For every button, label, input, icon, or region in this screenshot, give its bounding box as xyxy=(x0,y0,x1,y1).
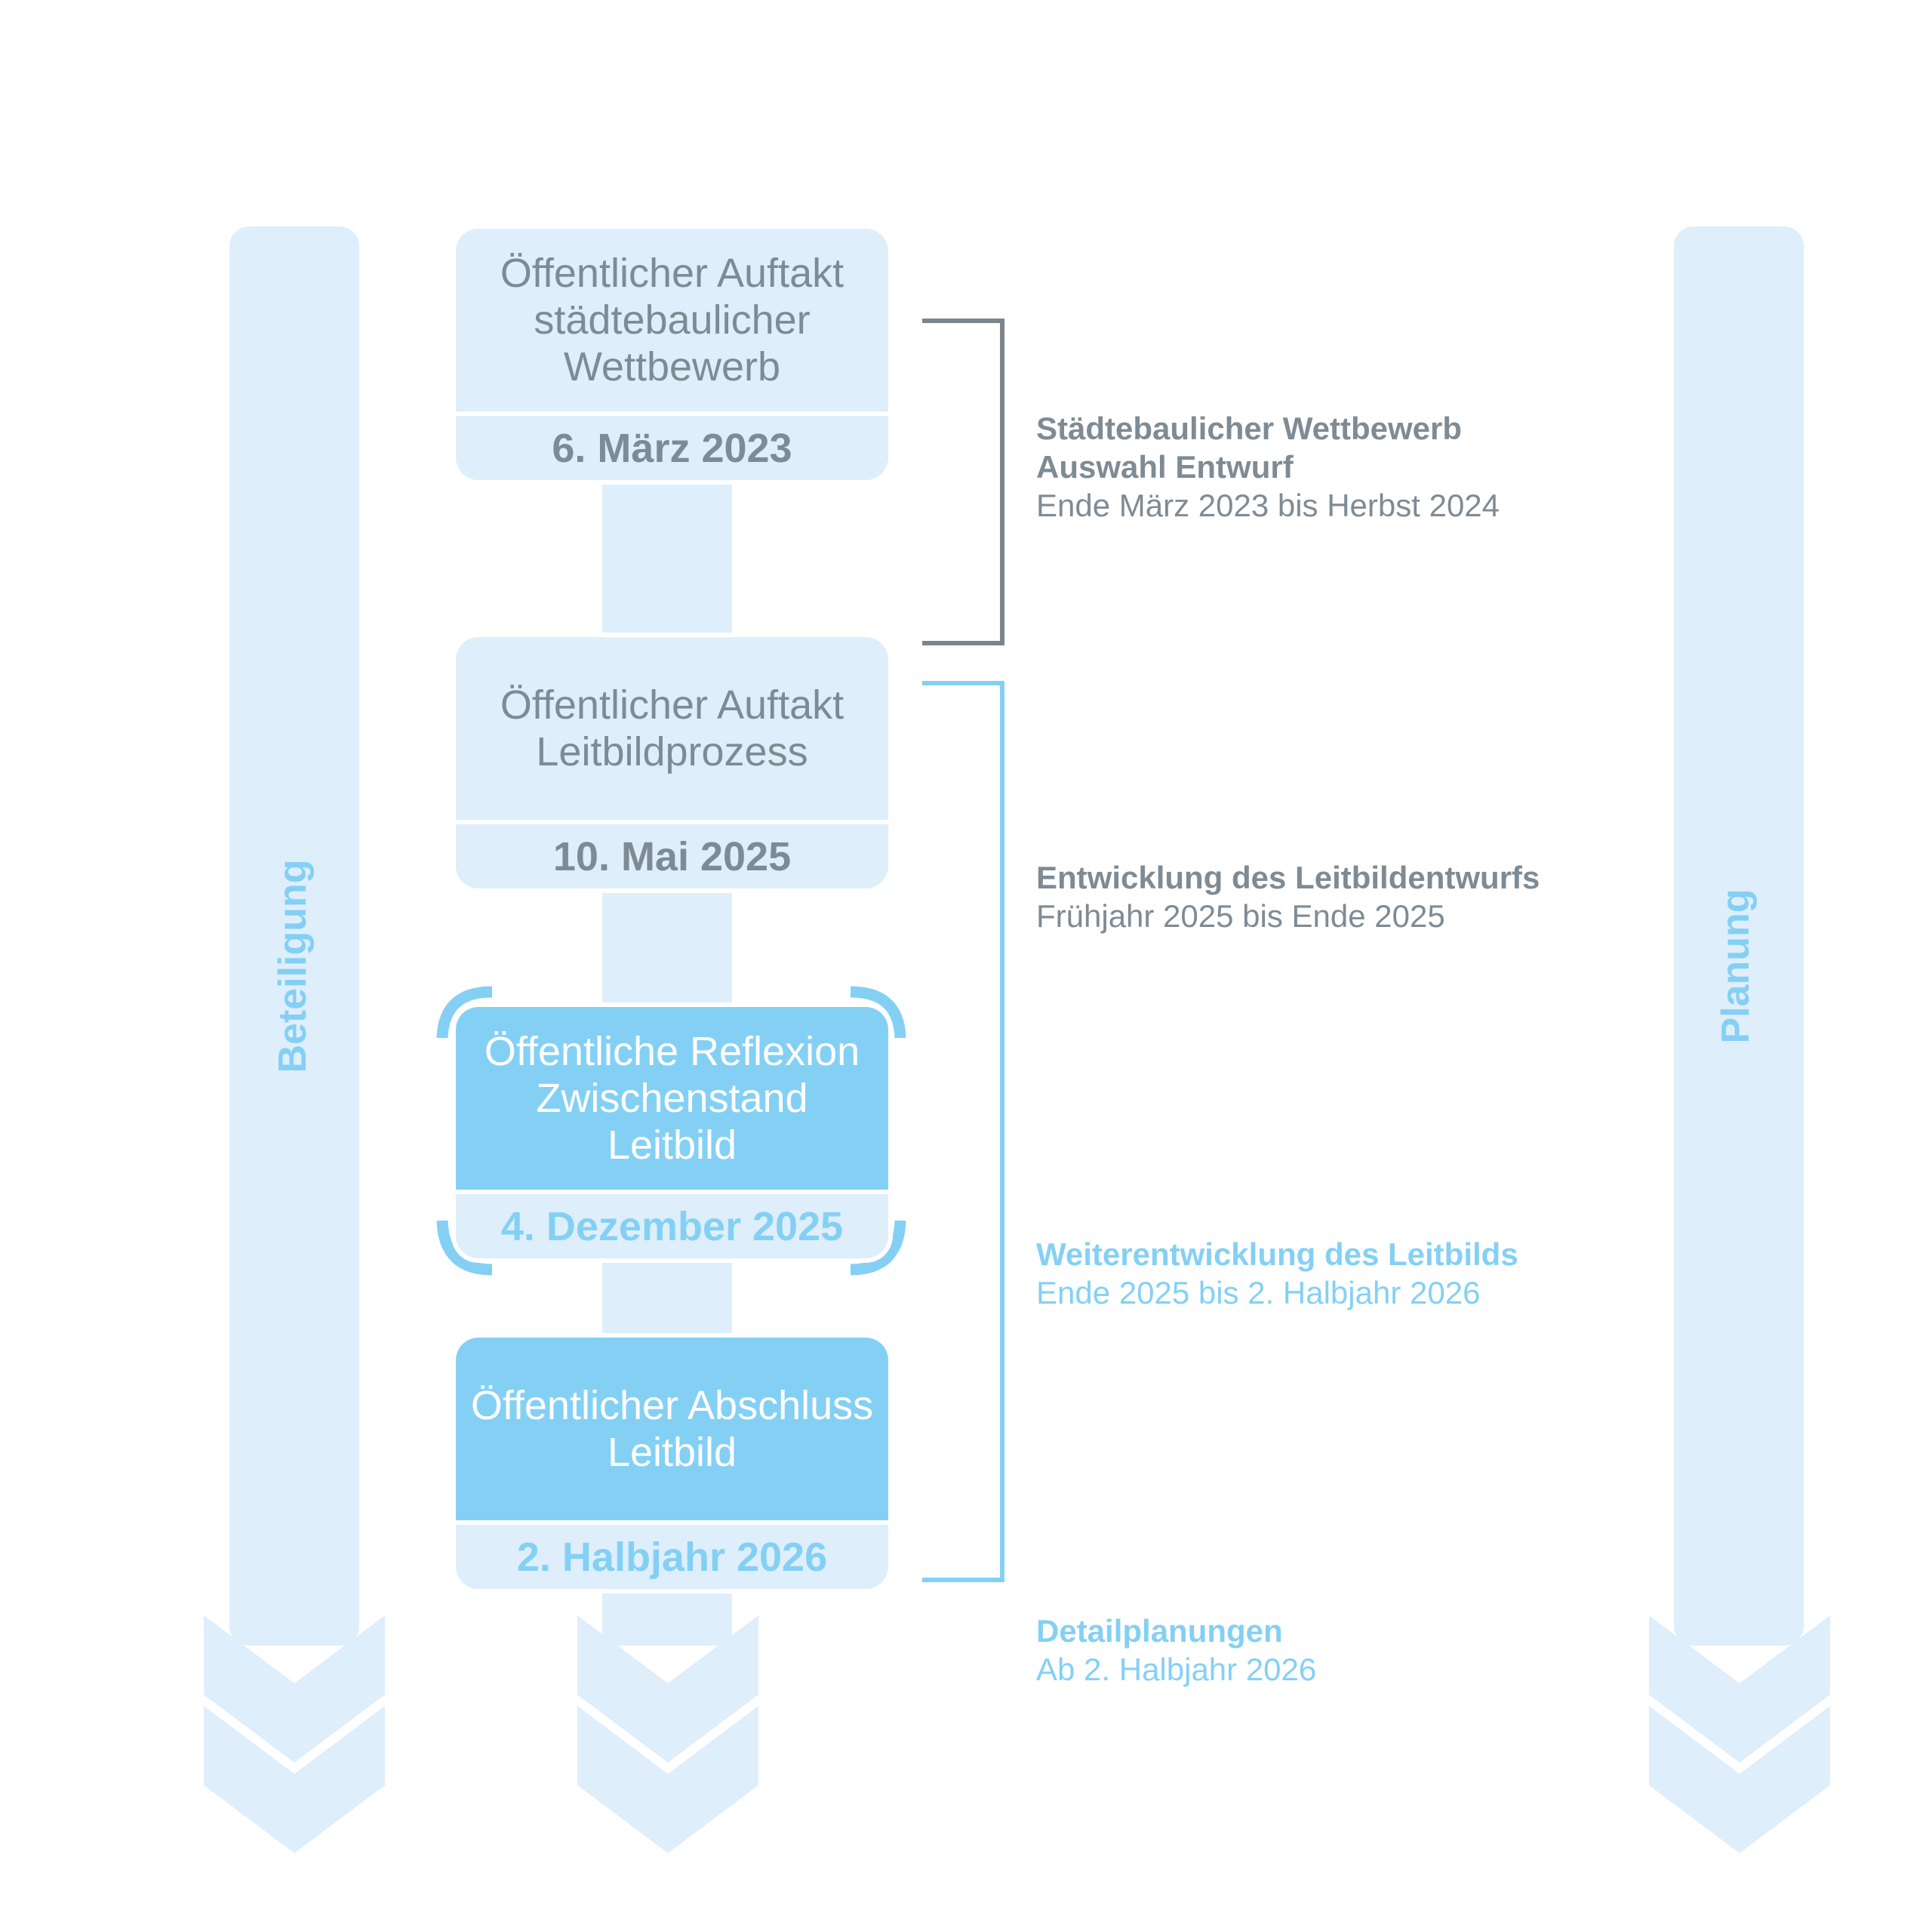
bracket-leitbild xyxy=(922,681,1004,1582)
right-lane-chevron-1 xyxy=(1649,1615,1830,1763)
phase-wettbewerb: Städtebaulicher Wettbewerb Auswahl Entwu… xyxy=(1036,409,1500,525)
center-lane-chevron-1 xyxy=(577,1615,758,1763)
step-card-auftakt-leitbildprozess: Öffentlicher Auftakt Leitbildprozess 10.… xyxy=(451,633,893,893)
right-lane-chevron-2 xyxy=(1649,1706,1830,1853)
step-title-line: Wettbewerb xyxy=(563,344,781,390)
current-step-focus-frame xyxy=(436,986,906,1276)
step-date: 6. März 2023 xyxy=(456,416,888,480)
step-title-line: Leitbild xyxy=(607,1122,737,1168)
step-title-line: städtebaulicher xyxy=(534,297,811,343)
lane-label-beteiligung: Beteiligung xyxy=(271,859,315,1073)
step-title-line: Öffentlicher Auftakt xyxy=(500,251,844,296)
step-title: Öffentlicher Abschluss Leitbild xyxy=(456,1338,888,1520)
step-title: Öffentlicher Auftakt Leitbildprozess xyxy=(456,637,888,820)
left-lane-chevron-1 xyxy=(204,1615,385,1763)
step-title-line: Leitbild xyxy=(607,1430,737,1475)
lane-label-planung: Planung xyxy=(1714,888,1758,1044)
phase-title: Auswahl Entwurf xyxy=(1036,449,1294,485)
step-date: 2. Halbjahr 2026 xyxy=(456,1525,888,1589)
step-card-abschluss-leitbild: Öffentlicher Abschluss Leitbild 2. Halbj… xyxy=(451,1333,893,1593)
phase-period: Ab 2. Halbjahr 2026 xyxy=(1036,1652,1317,1687)
step-title-line: Öffentlicher Abschluss xyxy=(470,1383,874,1428)
step-date: 10. Mai 2025 xyxy=(456,824,888,888)
phase-leitbildentwurf: Entwicklung des Leitbildentwurfs Frühjah… xyxy=(1036,858,1540,935)
step-title-line: Zwischenstand xyxy=(536,1076,808,1121)
left-lane-bar xyxy=(229,226,359,1646)
step-card-reflexion-zwischenstand: Öffentliche Reflexion Zwischenstand Leit… xyxy=(451,1002,893,1263)
right-lane-bar xyxy=(1674,226,1804,1646)
phase-title: Detailplanungen xyxy=(1036,1613,1283,1649)
step-title: Öffentliche Reflexion Zwischenstand Leit… xyxy=(456,1007,888,1190)
phase-title: Weiterentwicklung des Leitbilds xyxy=(1036,1236,1518,1272)
step-title-line: Öffentlicher Auftakt xyxy=(500,682,844,728)
left-lane-chevron-2 xyxy=(204,1706,385,1853)
phase-detailplanungen: Detailplanungen Ab 2. Halbjahr 2026 xyxy=(1036,1612,1316,1689)
step-card-auftakt-wettbewerb: Öffentlicher Auftakt städtebaulicher Wet… xyxy=(451,224,893,485)
phase-weiterentwicklung: Weiterentwicklung des Leitbilds Ende 202… xyxy=(1036,1235,1518,1312)
phase-period: Ende 2025 bis 2. Halbjahr 2026 xyxy=(1036,1275,1481,1310)
phase-title: Entwicklung des Leitbildentwurfs xyxy=(1036,860,1540,895)
phase-period: Frühjahr 2025 bis Ende 2025 xyxy=(1036,898,1445,934)
phase-period: Ende März 2023 bis Herbst 2024 xyxy=(1036,488,1500,523)
step-title-line: Öffentliche Reflexion xyxy=(484,1029,860,1074)
phase-title: Städtebaulicher Wettbewerb xyxy=(1036,411,1463,446)
step-title: Öffentlicher Auftakt städtebaulicher Wet… xyxy=(456,229,888,411)
bracket-wettbewerb xyxy=(922,319,1004,645)
step-date: 4. Dezember 2025 xyxy=(456,1194,888,1258)
step-title-line: Leitbildprozess xyxy=(536,729,808,774)
center-lane-chevron-2 xyxy=(577,1706,758,1853)
